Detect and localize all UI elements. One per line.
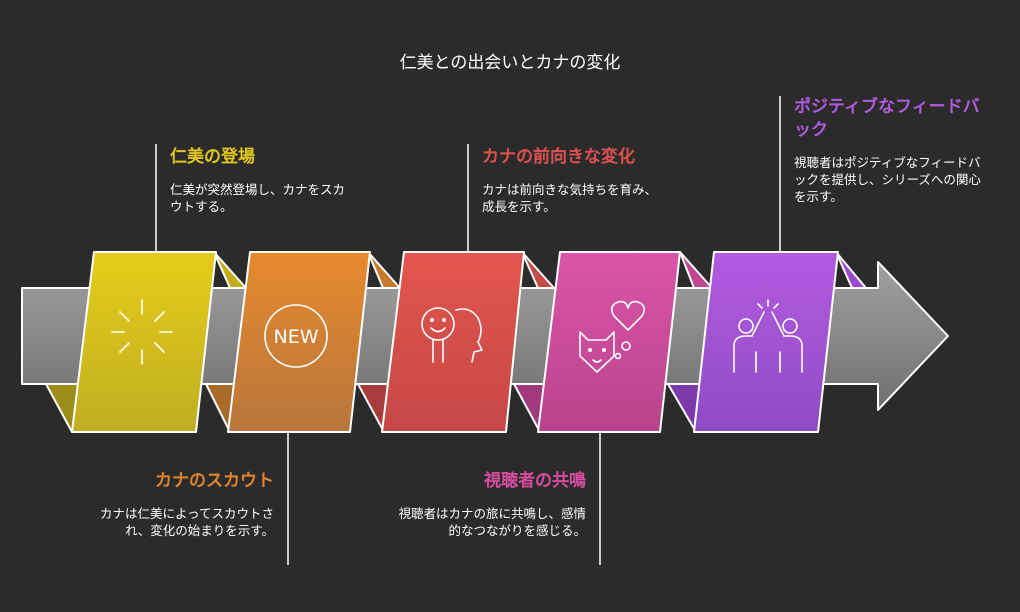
new-badge-icon-text: NEW [273, 326, 318, 348]
step-4-panel [537, 251, 681, 433]
step-3-panel [381, 251, 525, 433]
step-3-fold-front [521, 251, 555, 289]
step-5-fold-front [835, 251, 867, 289]
step-1-description: 仁美が突然登場し、カナをスカウトする。 [170, 182, 346, 214]
step-4-description: 視聴者はカナの旅に共鳴し、感情的なつながりを感じる。 [398, 506, 586, 538]
step-1-heading: 仁美の登場 [170, 147, 255, 167]
step-5-panel [693, 251, 839, 433]
step-2-label: カナのスカウト カナは仁美によってスカウトされ、変化の始まりを示す。 [84, 470, 274, 539]
step-5-heading: ポジティブなフィードバック [794, 97, 980, 140]
diagram-title: 仁美との出会いとカナの変化 [399, 53, 621, 73]
step-1-fold-front [213, 251, 247, 289]
step-5-label: ポジティブなフィードバック 視聴者はポジティブなフィードバックを提供し、シリーズ… [794, 96, 984, 205]
step-2-fold-front [367, 251, 401, 289]
smiling-head-icon [421, 307, 483, 363]
step-3-heading: カナの前向きな変化 [482, 147, 635, 167]
high-five-icon [733, 299, 803, 373]
step-1-label: 仁美の登場 仁美が突然登場し、カナをスカウトする。 [170, 146, 370, 215]
new-badge-icon [264, 304, 328, 368]
pet-heart-icon [579, 300, 646, 373]
step-2-heading: カナのスカウト [155, 471, 274, 491]
step-1-panel [71, 251, 217, 433]
step-3-description: カナは前向きな気持ちを育み、成長を示す。 [482, 182, 658, 214]
sparkle-icon [111, 299, 173, 365]
step-3-label: カナの前向きな変化 カナは前向きな気持ちを育み、成長を示す。 [482, 146, 682, 215]
step-2-description: カナは仁美によってスカウトされ、変化の始まりを示す。 [99, 506, 274, 538]
step-4-label: 視聴者の共鳴 視聴者はカナの旅に共鳴し、感情的なつながりを感じる。 [396, 470, 586, 539]
step-2-panel [227, 251, 371, 433]
step-4-fold-front [679, 251, 713, 289]
step-4-heading: 視聴者の共鳴 [484, 471, 586, 491]
step-5-description: 視聴者はポジティブなフィードバックを提供し、シリーズへの関心を示す。 [794, 155, 981, 204]
